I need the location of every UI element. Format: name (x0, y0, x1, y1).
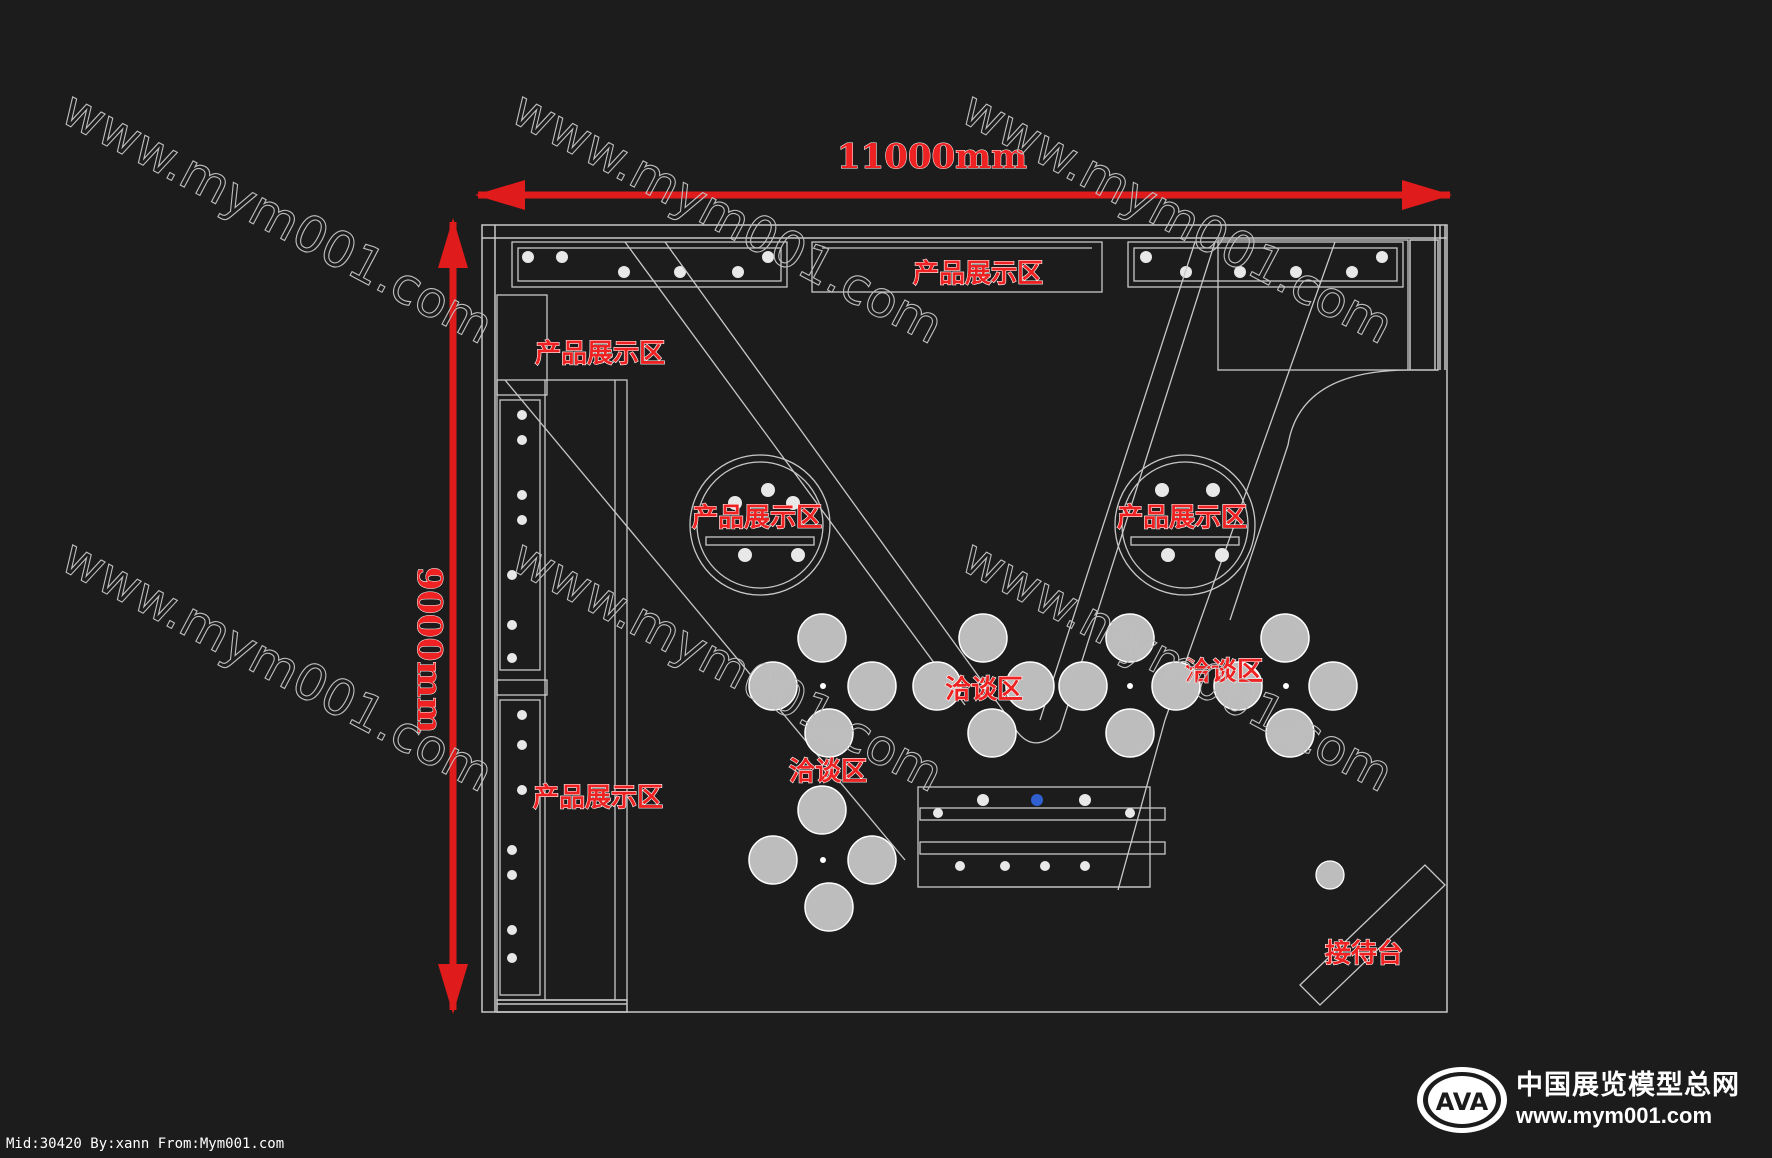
reception-desk (1299, 860, 1446, 1006)
brand-logo-text: AVA (1436, 1088, 1489, 1116)
watermarks: www.mym001.com www.mym001.com www.mym001… (52, 79, 1403, 804)
booth-outline (481, 224, 1448, 1013)
height-dimension: 9000mm (409, 218, 468, 1014)
upper-left-display-label: 产品展示区 (535, 339, 665, 369)
negotiation-center-label: 洽谈区 (945, 675, 1023, 705)
width-dimension-label: 11000mm (837, 137, 1027, 177)
brand-site: www.mym001.com (1516, 1103, 1713, 1128)
round-display-right (1114, 454, 1256, 596)
left-display-shelves (496, 294, 628, 1001)
zone-labels: 产品展示区 产品展示区 产品展示区 产品展示区 产品展示区 洽谈区 洽谈区 洽谈… (532, 258, 1403, 969)
round-display-lights (728, 483, 1229, 562)
floor-pattern (504, 241, 1411, 891)
top-display-lights (522, 251, 1388, 278)
left-display-lights (507, 410, 527, 963)
watermark: www.mym001.com (952, 79, 1402, 355)
negotiation-left-label: 洽谈区 (789, 757, 867, 787)
round-display-left (689, 454, 831, 596)
brand: AVA 中国展览模型总网 www.mym001.com (1414, 1064, 1740, 1136)
brand-name: 中国展览模型总网 (1516, 1070, 1740, 1101)
center-display-lights (933, 794, 1135, 871)
left-round-display-label: 产品展示区 (692, 503, 822, 533)
height-dimension-label: 9000mm (409, 567, 449, 734)
lower-left-display-label: 产品展示区 (533, 783, 663, 813)
center-display-counter (917, 786, 1166, 888)
top-display-cabinets (511, 239, 1409, 371)
footer-meta: Mid:30420 By:xann From:Mym001.com (6, 1136, 285, 1152)
negotiation-right-label: 洽谈区 (1185, 657, 1263, 687)
reception-label: 接待台 (1325, 938, 1403, 969)
right-round-display-label: 产品展示区 (1117, 503, 1247, 533)
brand-logo-icon: AVA (1417, 1067, 1507, 1133)
watermark: www.mym001.com (52, 79, 502, 355)
watermark: www.mym001.com (502, 79, 952, 355)
negotiation-chairs (748, 613, 1358, 932)
top-display-label: 产品展示区 (913, 259, 1043, 289)
width-dimension: 11000mm (475, 137, 1452, 210)
